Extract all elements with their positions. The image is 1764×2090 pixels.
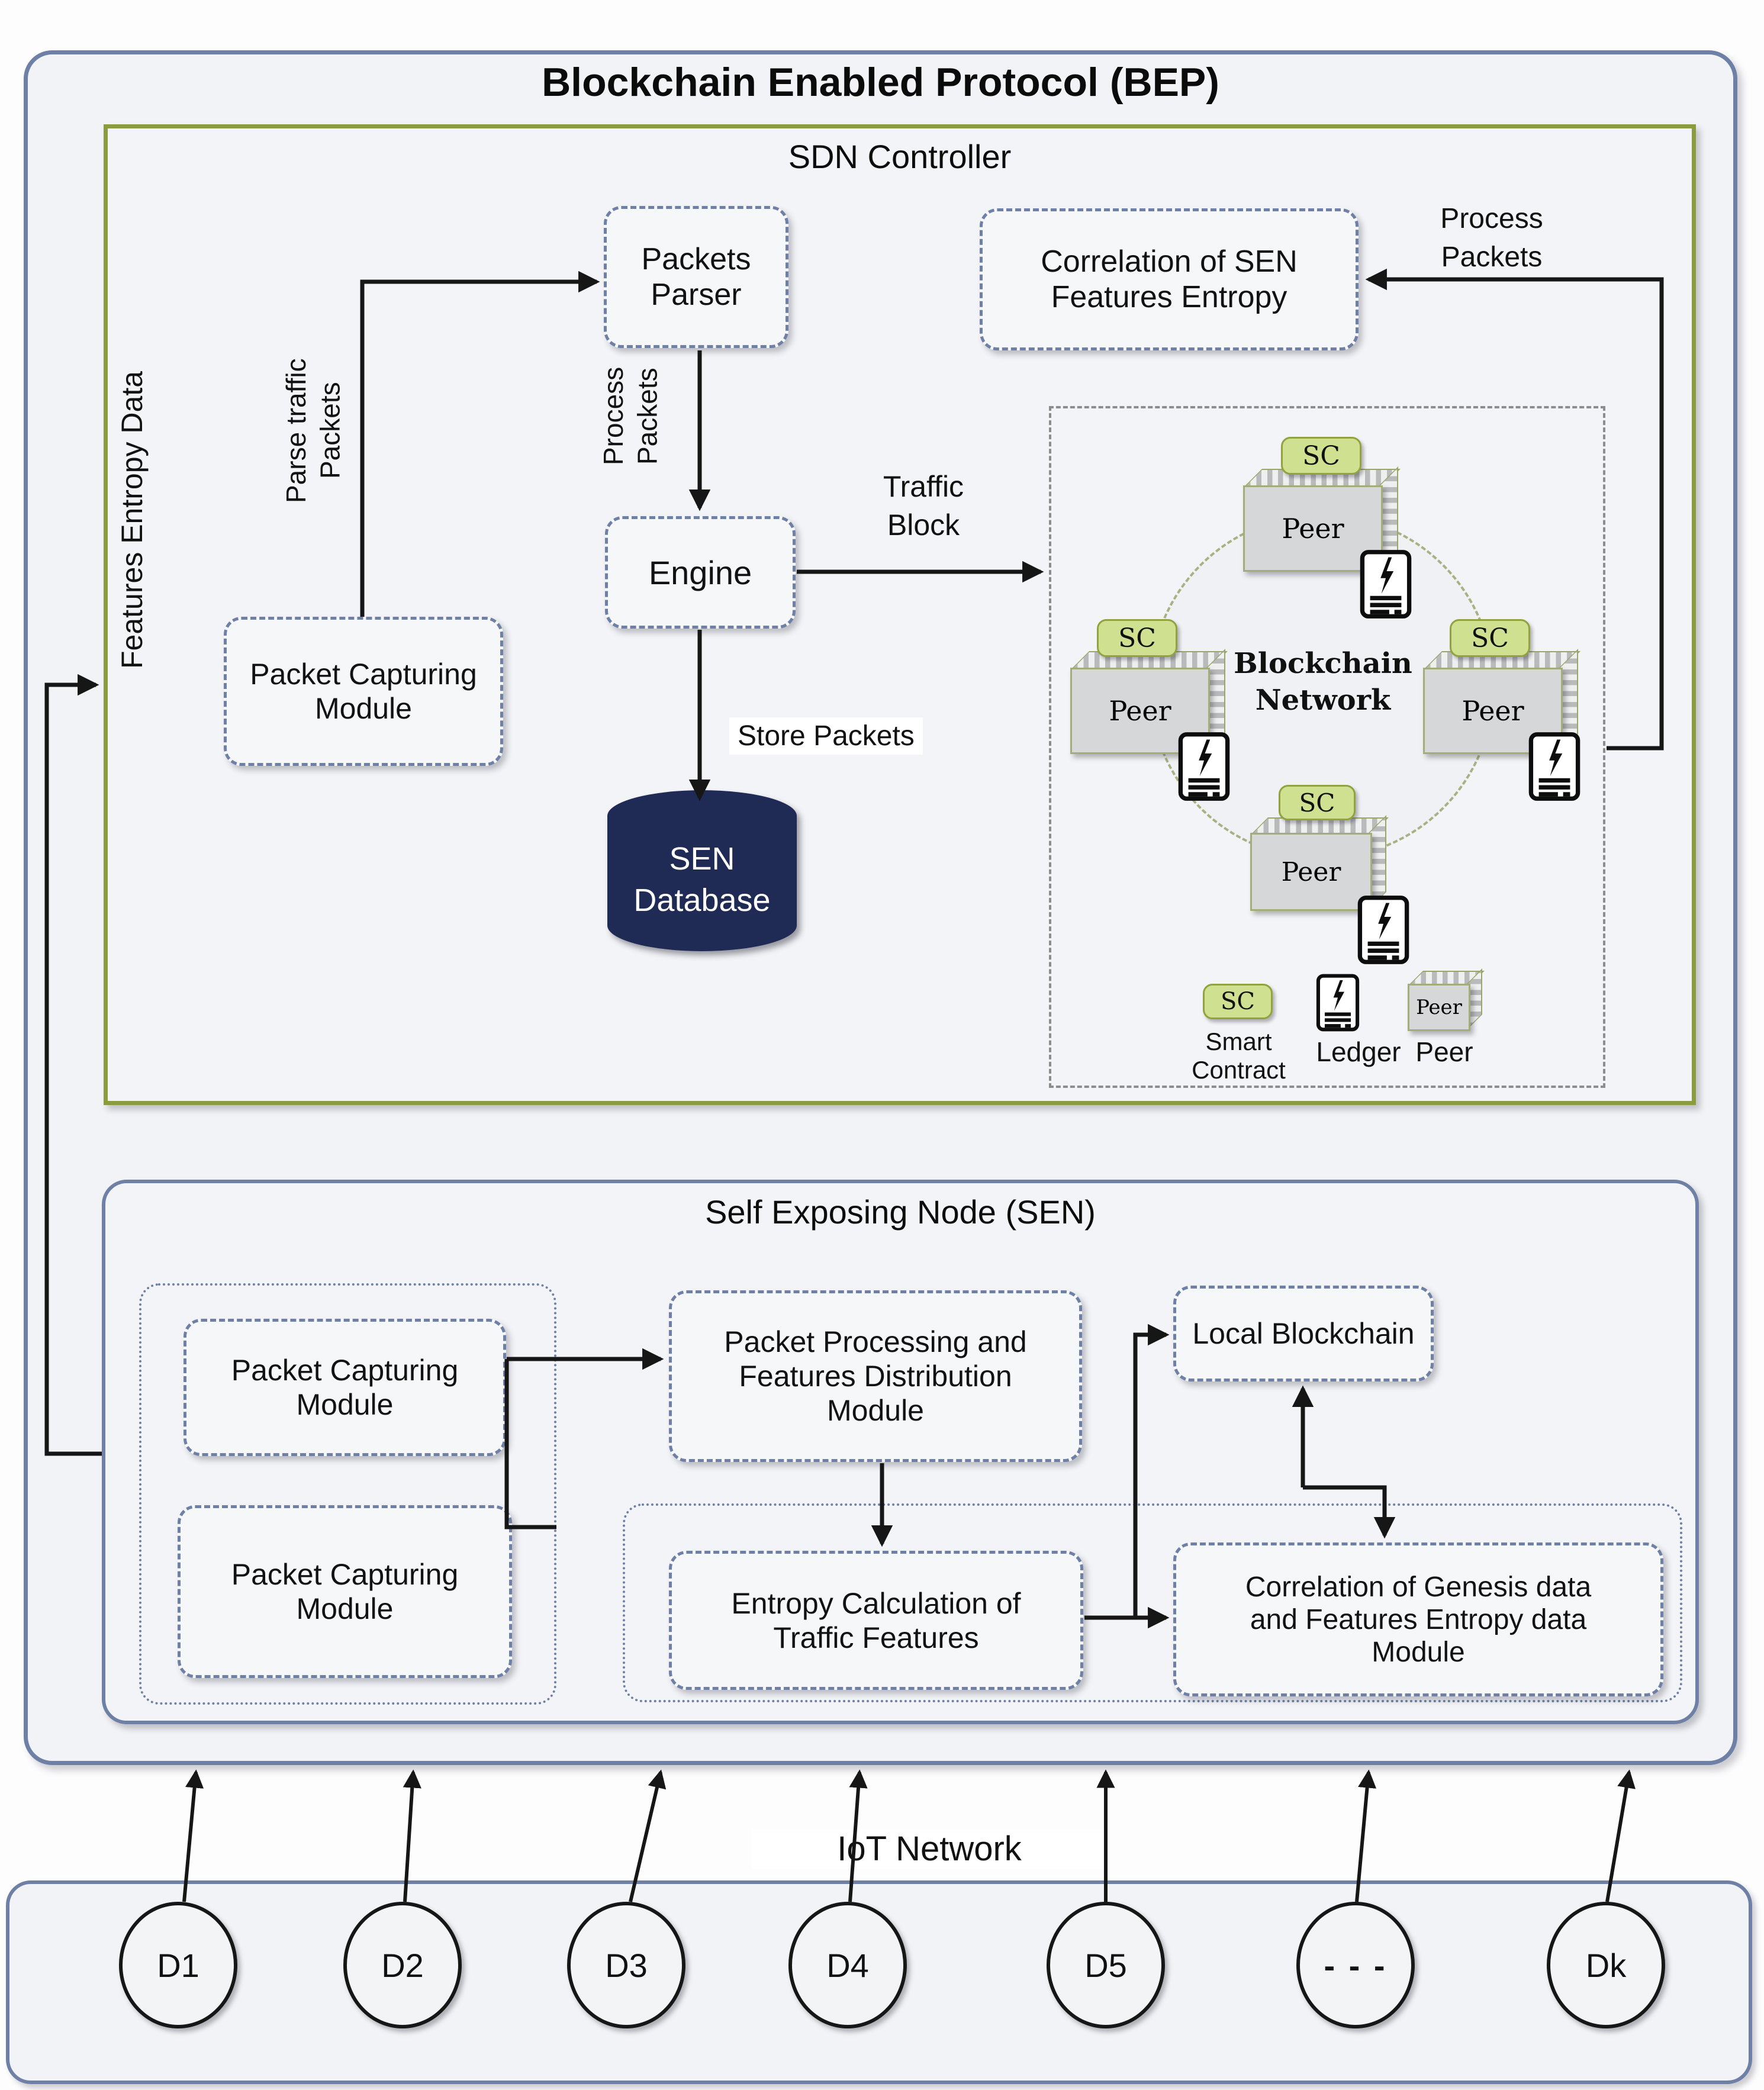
sen-pcm2-label: Packet Capturing Module <box>231 1558 459 1625</box>
sc-tag-right: SC <box>1450 619 1530 657</box>
device-label: D3 <box>605 1946 648 1984</box>
peer-front-face: Peer <box>1250 833 1372 911</box>
sc-tag-bottom: SC <box>1279 785 1356 820</box>
device-label: D5 <box>1084 1946 1127 1984</box>
blockchain-network-label: Blockchain Network <box>1234 647 1412 717</box>
peer-label: Peer <box>1462 695 1524 727</box>
device-label: D1 <box>157 1946 199 1984</box>
entropy-calc-label: Entropy Calculation of Traffic Features <box>731 1586 1021 1654</box>
features-entropy-data-label: Features Entropy Data <box>115 371 149 669</box>
peer-label: Peer <box>1282 513 1344 545</box>
bep-title: Blockchain Enabled Protocol (BEP) <box>542 60 1219 105</box>
store-packets-label: Store Packets <box>729 717 923 755</box>
engine-box: Engine <box>605 516 796 629</box>
sc-label: SC <box>1471 623 1509 653</box>
device-d3: D3 <box>567 1902 685 2028</box>
device-label: D2 <box>381 1946 424 1984</box>
device-d2: D2 <box>343 1902 462 2028</box>
iot-network-label: IoT Network <box>752 1829 1107 1869</box>
sc-label: SC <box>1302 440 1340 471</box>
peer-node-top: Peer <box>1243 466 1401 572</box>
packets-parser-label: Packets Parser <box>641 242 751 312</box>
local-blockchain-box: Local Blockchain <box>1173 1286 1434 1381</box>
ledger-icon <box>1178 732 1230 801</box>
device-d4: D4 <box>788 1902 907 2028</box>
sen-pcm1-box: Packet Capturing Module <box>184 1319 506 1456</box>
traffic-block-label: Traffic Block <box>883 470 964 542</box>
legend-ledger-label: Ledger <box>1316 1036 1401 1067</box>
legend-sc-tag: SC <box>1203 984 1273 1019</box>
engine-label: Engine <box>648 553 752 591</box>
peer-label: Peer <box>1109 695 1171 727</box>
sen-title: Self Exposing Node (SEN) <box>705 1193 1096 1231</box>
peer-label: Peer <box>1281 856 1341 887</box>
sc-label: SC <box>1118 623 1156 653</box>
sen-pcm1-label: Packet Capturing Module <box>231 1354 459 1421</box>
sc-label: SC <box>1220 988 1255 1015</box>
device-label: D4 <box>826 1946 869 1984</box>
legend-ledger-icon <box>1316 974 1360 1032</box>
device-dk: Dk <box>1547 1902 1665 2028</box>
packet-processing-box: Packet Processing and Features Distribut… <box>669 1290 1082 1462</box>
correlation-sen-box: Correlation of SEN Features Entropy <box>980 208 1359 350</box>
ledger-icon <box>1357 896 1409 964</box>
legend-peer-label: Peer <box>1415 1036 1473 1067</box>
peer-label: Peer <box>1416 996 1462 1019</box>
correlation-genesis-box: Correlation of Genesis data and Features… <box>1173 1542 1663 1696</box>
packets-parser-box: Packets Parser <box>604 206 788 348</box>
ledger-icon <box>1360 550 1412 619</box>
sc-tag-top: SC <box>1281 437 1361 475</box>
device-d5: D5 <box>1047 1902 1165 2028</box>
sen-pcm2-box: Packet Capturing Module <box>178 1505 512 1678</box>
sen-database-label: SEN Database <box>633 840 771 918</box>
sdn-pcm-label: Packet Capturing Module <box>250 658 477 725</box>
sc-tag-left: SC <box>1097 619 1177 657</box>
correlation-sen-label: Correlation of SEN Features Entropy <box>1041 244 1298 314</box>
device-label: - - - <box>1324 1946 1388 1984</box>
entropy-calc-box: Entropy Calculation of Traffic Features <box>669 1551 1083 1690</box>
parse-traffic-packets-label: Parse traffic Packets <box>281 358 346 503</box>
local-blockchain-label: Local Blockchain <box>1192 1317 1415 1350</box>
ledger-icon <box>1528 732 1580 801</box>
process-packets-right-label: Process Packets <box>1440 203 1543 273</box>
legend-smart-contract-label: Smart Contract <box>1192 1028 1286 1084</box>
peer-front-face: Peer <box>1408 984 1470 1031</box>
peer-front-face: Peer <box>1243 485 1383 572</box>
legend-peer-node: Peer <box>1408 968 1485 1031</box>
device-ellipsis: - - - <box>1296 1902 1415 2028</box>
sdn-title: SDN Controller <box>788 138 1012 175</box>
sc-label: SC <box>1299 788 1335 817</box>
device-d1: D1 <box>119 1902 237 2028</box>
correlation-genesis-label: Correlation of Genesis data and Features… <box>1245 1571 1592 1668</box>
sdn-packet-capturing-module-box: Packet Capturing Module <box>224 617 503 766</box>
peer-node-bottom: Peer <box>1250 815 1389 911</box>
packet-processing-label: Packet Processing and Features Distribut… <box>724 1325 1027 1427</box>
sen-database-cylinder: SEN Database <box>607 790 797 951</box>
device-label: Dk <box>1585 1946 1627 1984</box>
process-packets-mid-label: Process Packets <box>598 366 663 466</box>
